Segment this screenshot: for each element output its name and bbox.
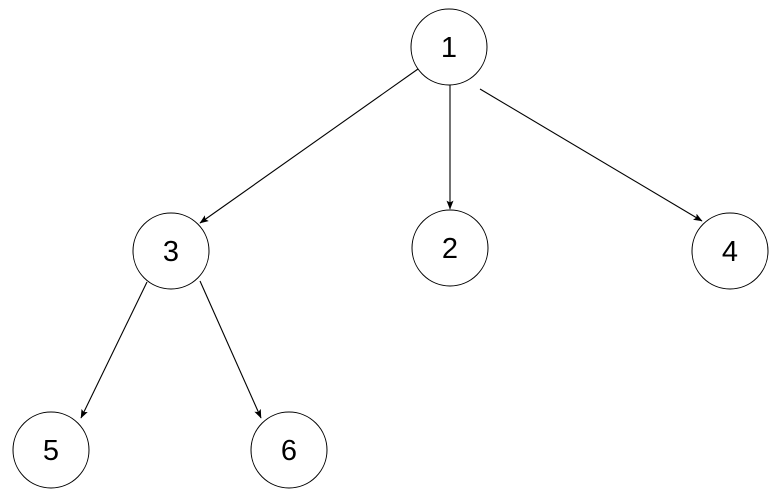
graph-node-1[interactable]: 1 xyxy=(410,8,488,86)
graph-node-label-4: 4 xyxy=(722,236,738,268)
graph-node-circle-6[interactable] xyxy=(250,411,328,489)
graph-node-circle-5[interactable] xyxy=(12,411,90,489)
graph-node-3[interactable]: 3 xyxy=(132,212,210,290)
graph-node-circle-1[interactable] xyxy=(410,8,488,86)
graph-node-circle-4[interactable] xyxy=(691,212,769,290)
graph-node-6[interactable]: 6 xyxy=(250,411,328,489)
graph-node-label-6: 6 xyxy=(281,435,297,467)
graph-node-circle-3[interactable] xyxy=(132,212,210,290)
graph-edge-1-to-4 xyxy=(479,88,703,222)
graph-node-4[interactable]: 4 xyxy=(691,212,769,290)
edges-layer xyxy=(80,68,703,419)
graph-node-label-3: 3 xyxy=(163,236,179,268)
graph-node-label-2: 2 xyxy=(442,233,458,265)
graph-edge-3-to-6 xyxy=(199,280,262,419)
graph-node-label-1: 1 xyxy=(441,32,457,64)
graph-node-circle-2[interactable] xyxy=(411,209,489,287)
graph-edge-3-to-5 xyxy=(80,281,148,419)
graph-edge-1-to-3 xyxy=(199,68,419,224)
graph-node-2[interactable]: 2 xyxy=(411,209,489,287)
graph-node-label-5: 5 xyxy=(43,435,59,467)
graph-node-5[interactable]: 5 xyxy=(12,411,90,489)
nodes-layer: 1 3 2 4 5 6 xyxy=(12,8,769,489)
